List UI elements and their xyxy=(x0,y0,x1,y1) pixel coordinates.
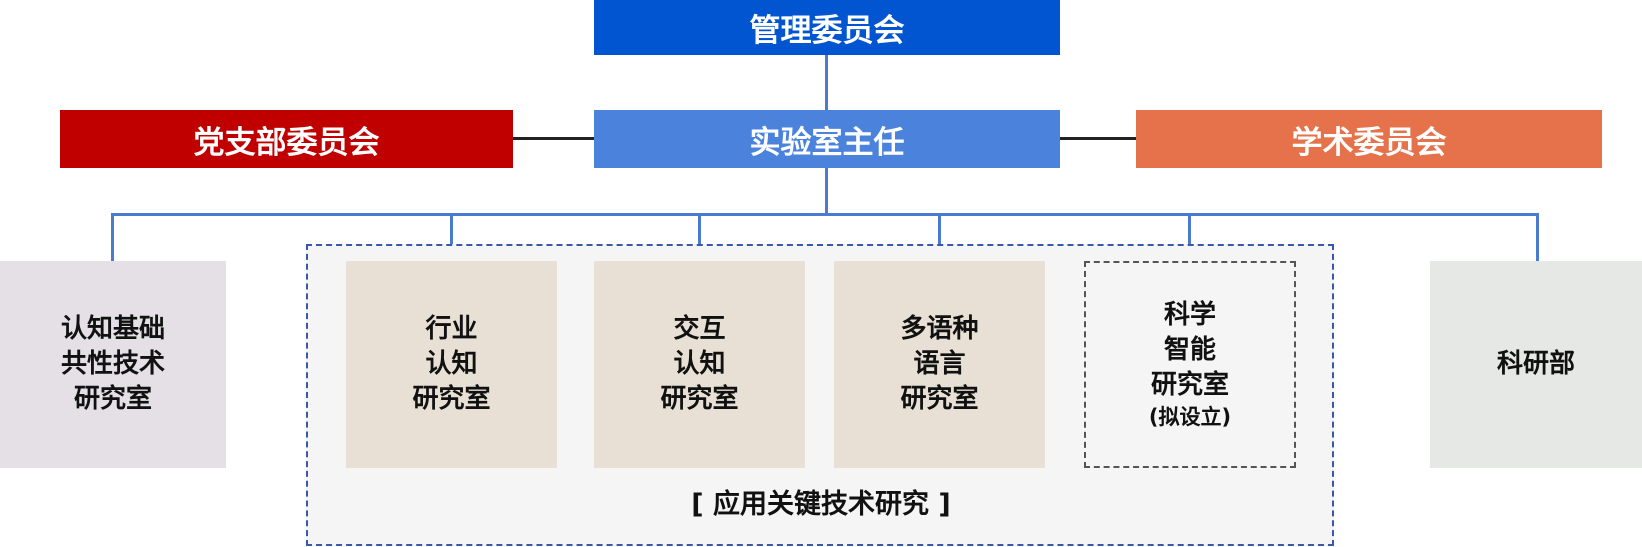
lab-director: 实验室主任 xyxy=(594,110,1060,168)
multilingual-lab-line-1: 多语种 xyxy=(900,314,979,344)
multilingual-lab-line-2: 语言 xyxy=(913,349,966,379)
management-committee: 管理委员会 xyxy=(594,0,1060,55)
interaction-lab-line-2: 认知 xyxy=(673,349,726,379)
party-committee-label: 党支部委员会 xyxy=(193,124,380,161)
connector-mgmt-director xyxy=(825,55,828,111)
research-dept-label: 科研部 xyxy=(1496,349,1575,379)
connector-drop-cognition xyxy=(111,213,114,261)
applied-tech-group-label: [ 应用关键技术研究 ] xyxy=(691,489,951,520)
research-dept: 科研部 xyxy=(1430,261,1642,468)
cognition-lab-line-2: 共性技术 xyxy=(60,349,165,379)
multilingual-lab: 多语种 语言 研究室 xyxy=(834,261,1045,468)
party-committee: 党支部委员会 xyxy=(60,110,513,168)
industry-lab-line-1: 行业 xyxy=(425,314,478,344)
management-committee-label: 管理委员会 xyxy=(749,13,905,49)
connector-drop-multilingual xyxy=(938,213,941,261)
connector-drop-science xyxy=(1188,213,1191,261)
industry-lab: 行业 认知 研究室 xyxy=(346,261,557,468)
science-lab-line-1: 科学 xyxy=(1163,300,1216,330)
lab-director-label: 实验室主任 xyxy=(749,124,905,161)
science-lab-line-3: 研究室 xyxy=(1150,370,1229,400)
connector-party-director xyxy=(512,137,594,140)
academic-committee: 学术委员会 xyxy=(1136,110,1602,168)
connector-director-bus xyxy=(825,167,828,215)
interaction-lab: 交互 认知 研究室 xyxy=(594,261,805,468)
connector-director-academic xyxy=(1059,137,1137,140)
industry-lab-line-2: 认知 xyxy=(425,349,478,379)
cognition-lab-line-3: 研究室 xyxy=(73,384,152,414)
connector-drop-research xyxy=(1536,213,1539,261)
interaction-lab-line-1: 交互 xyxy=(673,314,726,344)
academic-committee-label: 学术委员会 xyxy=(1291,124,1447,161)
science-lab-note: (拟设立) xyxy=(1148,405,1232,429)
science-lab-line-2: 智能 xyxy=(1163,335,1216,365)
industry-lab-line-3: 研究室 xyxy=(412,384,491,414)
connector-bus xyxy=(111,213,1539,216)
multilingual-lab-line-3: 研究室 xyxy=(900,384,979,414)
science-lab: 科学 智能 研究室 (拟设立) xyxy=(1084,261,1296,468)
interaction-lab-line-3: 研究室 xyxy=(660,384,739,414)
connector-drop-industry xyxy=(450,213,453,261)
connector-drop-interaction xyxy=(698,213,701,261)
cognition-lab: 认知基础 共性技术 研究室 xyxy=(0,261,226,468)
cognition-lab-line-1: 认知基础 xyxy=(60,314,165,344)
